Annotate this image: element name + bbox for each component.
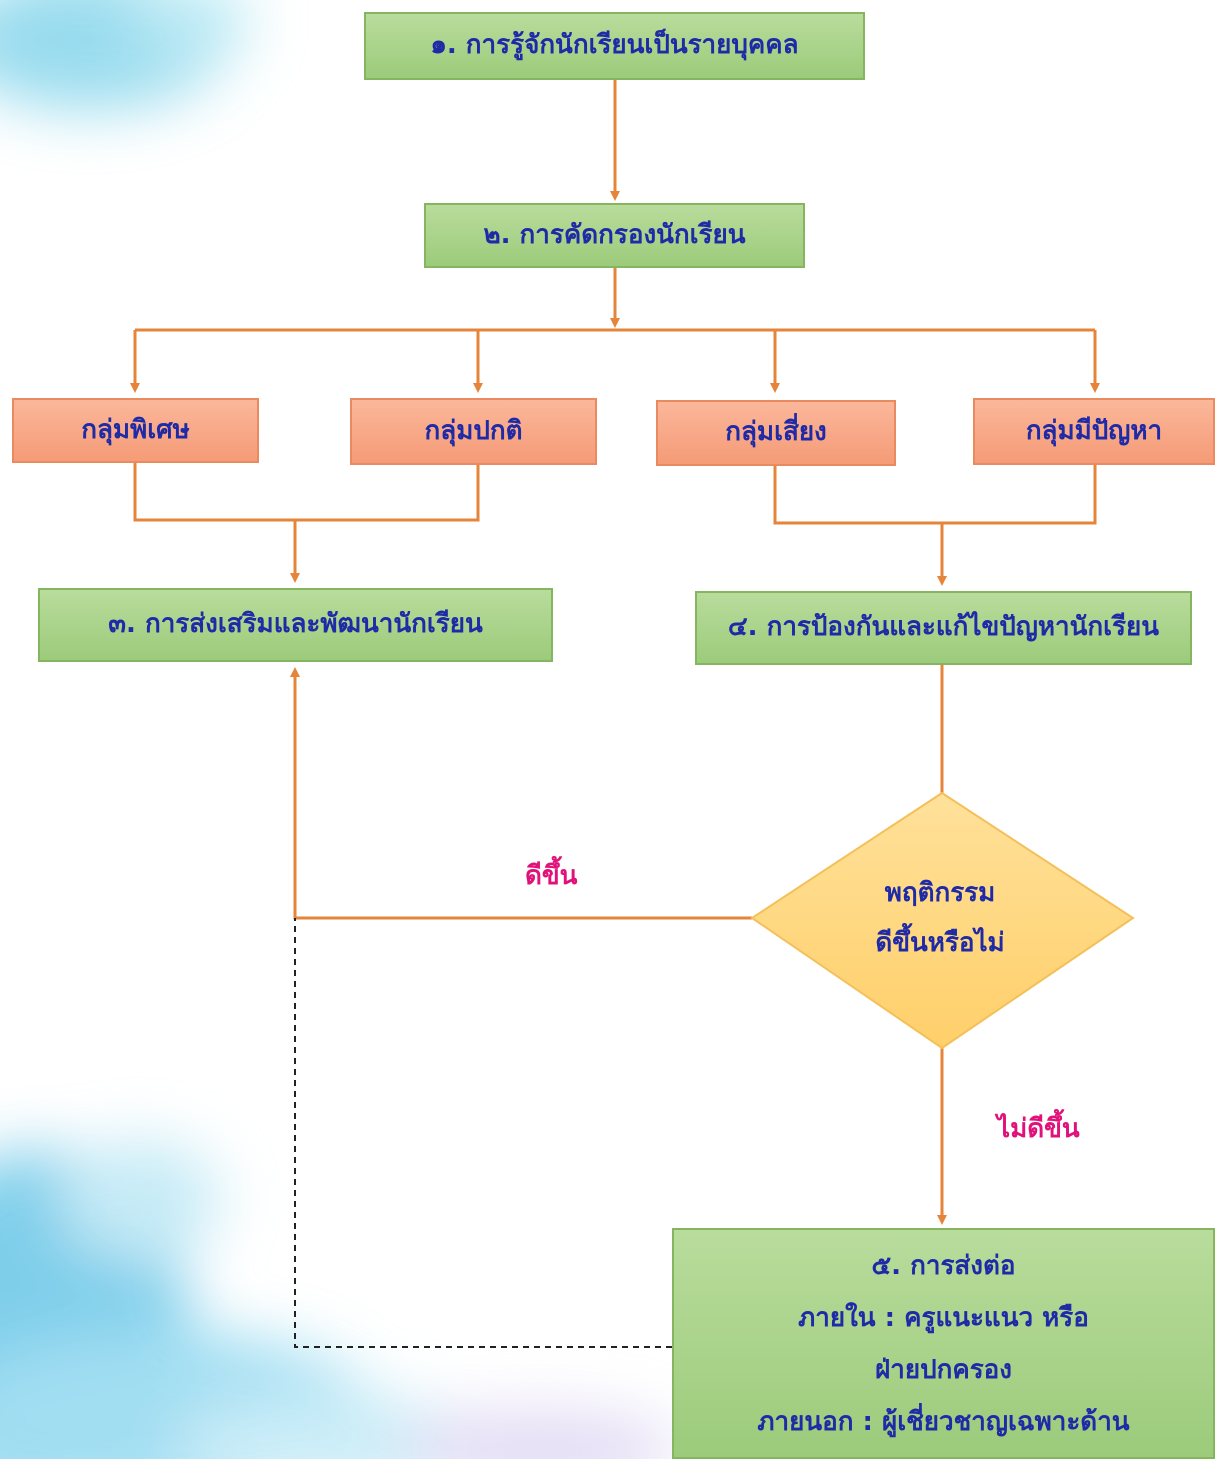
step3-label: ๓. การส่งเสริมและพัฒนานักเรียน [108, 609, 483, 640]
step1-label: ๑. การรู้จักนักเรียนเป็นรายบุคคล [430, 30, 799, 61]
merge-right-groups [773, 465, 1097, 525]
edge-label-better: ดีขึ้น [525, 861, 578, 891]
merge-left-groups [133, 463, 480, 522]
decision-line1: พฤติกรรม [884, 878, 996, 908]
decision-diamond [750, 791, 1135, 1050]
decision-label: พฤติกรรม ดีขึ้นหรือไม่ [800, 868, 1080, 968]
group-risk-label: กลุ่มเสี่ยง [725, 417, 827, 448]
step5-title: ๕. การส่งต่อ [871, 1250, 1016, 1281]
group-normal-box: กลุ่มปกติ [350, 398, 597, 465]
decision-line2: ดีขึ้นหรือไม่ [875, 928, 1005, 958]
step4-label: ๔. การป้องกันและแก้ไขปัญหานักเรียน [727, 612, 1160, 643]
group-normal-label: กลุ่มปกติ [424, 415, 523, 446]
group-problem-label: กลุ่มมีปัญหา [1025, 415, 1163, 446]
step2-box: ๒. การคัดกรองนักเรียน [424, 203, 805, 268]
step3-box: ๓. การส่งเสริมและพัฒนานักเรียน [38, 588, 553, 662]
group-risk-box: กลุ่มเสี่ยง [656, 400, 896, 466]
step2-label: ๒. การคัดกรองนักเรียน [483, 219, 746, 250]
step5-line2: ฝ่ายปกครอง [875, 1354, 1012, 1385]
group-special-label: กลุ่มพิเศษ [81, 414, 190, 445]
step1-box: ๑. การรู้จักนักเรียนเป็นรายบุคคล [364, 12, 865, 80]
edge-label-not-better: ไม่ดีขึ้น [997, 1114, 1080, 1144]
group-special-box: กลุ่มพิเศษ [12, 398, 259, 463]
arrow-better-to-step3 [290, 667, 752, 920]
dashed-feedback-line [294, 918, 672, 1348]
step5-box: ๕. การส่งต่อ ภายใน : ครูแนะแนว หรือ ฝ่าย… [672, 1228, 1215, 1459]
step5-line3: ภายนอก : ผู้เชี่ยวชาญเฉพาะด้าน [757, 1406, 1130, 1437]
group-problem-box: กลุ่มมีปัญหา [973, 398, 1215, 465]
step5-line1: ภายใน : ครูแนะแนว หรือ [798, 1302, 1089, 1333]
step4-box: ๔. การป้องกันและแก้ไขปัญหานักเรียน [695, 591, 1192, 665]
